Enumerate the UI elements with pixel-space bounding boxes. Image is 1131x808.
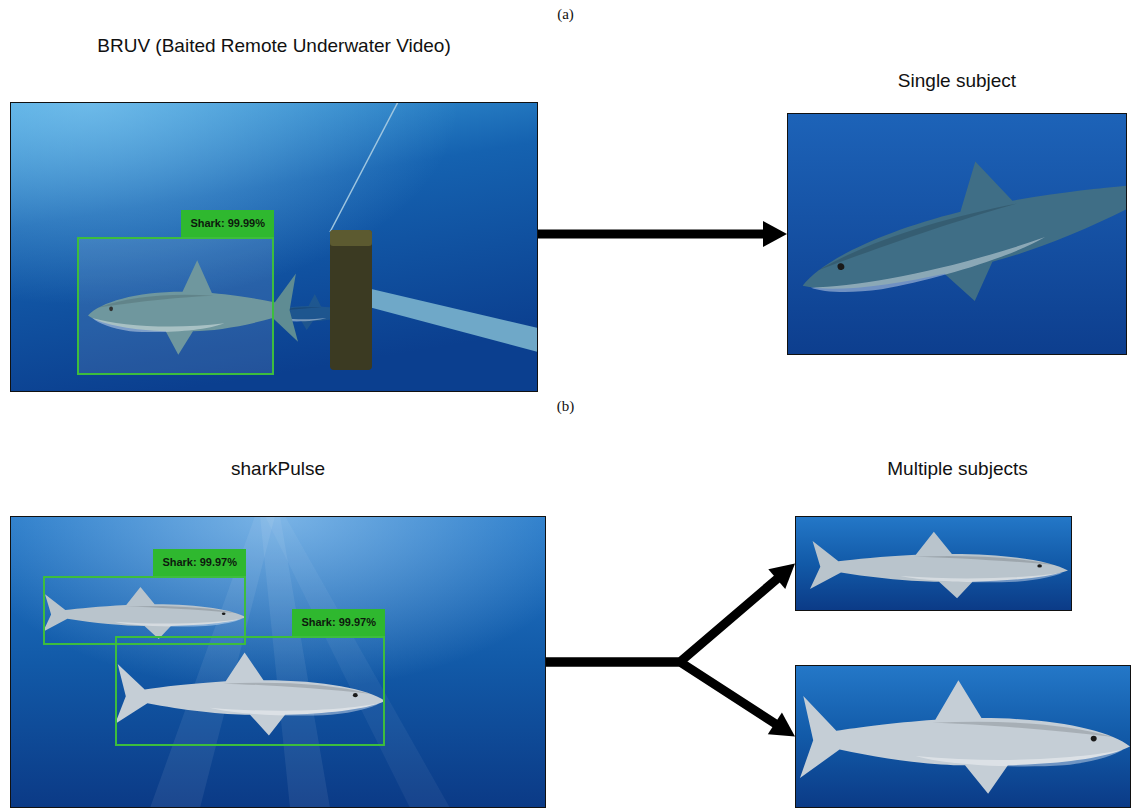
- light-haze: [10, 102, 538, 392]
- water-background: [795, 516, 1072, 611]
- bait-canister: [330, 230, 372, 370]
- detection-box: Shark: 99.97%: [43, 576, 246, 645]
- bruv-photo: [10, 102, 538, 392]
- detection-box: Shark: 99.99%: [77, 237, 274, 375]
- bait-pole: [350, 284, 538, 352]
- image-panel: [795, 665, 1131, 808]
- detection-box: Shark: 99.97%: [115, 636, 385, 746]
- sun-ray: [150, 516, 275, 808]
- water-background: [10, 102, 538, 392]
- panel-heading: Multiple subjects: [887, 457, 1027, 481]
- panel-heading: BRUV (Baited Remote Underwater Video): [97, 34, 450, 58]
- arrow-line: [546, 662, 777, 725]
- shark-figure: [810, 532, 1068, 599]
- water-background: [795, 665, 1131, 808]
- shark-figure: [43, 587, 246, 639]
- crop-photo: [795, 665, 1131, 808]
- arrow-head: [768, 713, 795, 737]
- flow-arrow: [538, 221, 787, 247]
- sun-ray: [265, 516, 450, 808]
- sun-glow: [10, 516, 546, 808]
- sharkpulse-photo: [10, 516, 546, 808]
- arrow-head: [768, 564, 795, 589]
- confidence-tag: Shark: 99.97%: [292, 609, 385, 636]
- confidence-tag: Shark: 99.99%: [181, 210, 274, 237]
- shark-figure: [787, 117, 1127, 340]
- shark-figure: [800, 680, 1130, 793]
- image-panel: Multiple subjects: [795, 516, 1072, 611]
- arrow-line: [538, 230, 765, 239]
- image-panel: BRUV (Baited Remote Underwater Video)Sha…: [10, 102, 538, 392]
- arrow-line: [546, 578, 778, 662]
- rope-line: [330, 102, 398, 232]
- flow-arrow: [546, 564, 795, 663]
- single-subject-photo: [787, 113, 1127, 355]
- subfigure-label: (a): [0, 4, 1131, 24]
- crop-photo: [795, 516, 1072, 611]
- water-background: [10, 516, 546, 808]
- panel-heading: Single subject: [898, 69, 1016, 93]
- arrow-head: [763, 221, 787, 247]
- subfigure-label: (b): [0, 396, 1131, 416]
- shark-figure: [115, 653, 385, 736]
- confidence-tag: Shark: 99.97%: [153, 549, 246, 576]
- canister-cap: [330, 230, 372, 246]
- image-panel: Single subject: [787, 113, 1127, 355]
- image-panel: sharkPulseShark: 99.97%Shark: 99.97%: [10, 516, 546, 808]
- panel-heading: sharkPulse: [231, 457, 325, 481]
- flow-arrow: [546, 662, 795, 737]
